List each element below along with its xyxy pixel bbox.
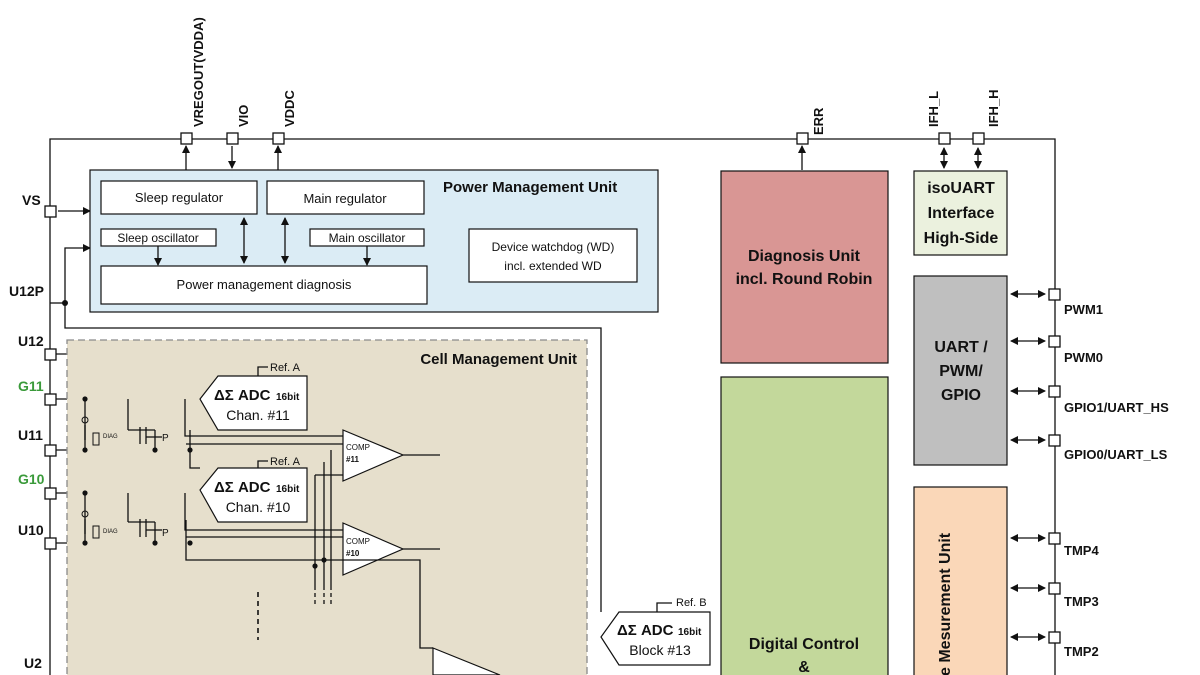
block-adc-ref: Ref. B [676, 597, 707, 609]
pmu-title: Power Management Unit [443, 179, 617, 196]
adc11-bits: 16bit [276, 392, 300, 403]
cell-management-unit: Cell Management Unit ΔΣ ADC 16bit Chan. … [66, 339, 588, 675]
pin-tmp3: TMP3 [1010, 582, 1099, 609]
pin-label-u2: U2 [24, 655, 42, 671]
main-regulator-label: Main regulator [303, 191, 387, 206]
adc11-chan: Chan. #11 [226, 407, 290, 423]
pin-label-g10: G10 [18, 471, 45, 487]
diag-label-11: DIAG [103, 434, 118, 440]
digital-control: Digital Control & [720, 376, 889, 675]
sleep-regulator [100, 180, 258, 215]
comparator-lower [432, 647, 501, 675]
pin-ifh-h: IFH_H [972, 89, 1001, 169]
pin-label-ifh-l: IFH_L [926, 91, 941, 127]
adc-channel-10: ΔΣ ADC 16bit Chan. #10 Ref. A [199, 456, 308, 523]
diag-label-10: DIAG [103, 529, 118, 535]
adc10-bits: 16bit [276, 484, 300, 495]
main-oscillator-label: Main oscillator [329, 231, 406, 245]
diagnosis-line1: Diagnosis Unit [748, 248, 861, 265]
cmu-title: Cell Management Unit [420, 351, 577, 368]
watchdog-line1: Device watchdog (WD) [492, 240, 615, 254]
sleep-regulator-label: Sleep regulator [135, 190, 224, 205]
pin-label-pwm0: PWM0 [1064, 350, 1103, 365]
p-label-11: P [162, 433, 169, 444]
chip-border [49, 138, 1056, 675]
pin-label-err: ERR [811, 107, 826, 135]
block-adc-bits: 16bit [678, 627, 702, 638]
power-management-unit: Power Management Unit Sleep regulator Ma… [89, 169, 659, 313]
adc11-ref: Ref. A [270, 362, 301, 374]
device-watchdog [468, 228, 638, 283]
pin-gpio1: GPIO1/UART_HS [1010, 385, 1169, 415]
block-adc-label: ΔΣ ADC [617, 622, 674, 639]
comparator-11: COMP #11 [342, 429, 440, 482]
pin-vregout: VREGOUT(VDDA) [180, 17, 206, 170]
block-adc-block: Block #13 [629, 642, 691, 658]
adc10-label: ΔΣ ADC [214, 479, 271, 496]
p-label-10: P [162, 528, 169, 539]
pin-label-u11: U11 [18, 427, 43, 443]
pin-label-vregout: VREGOUT(VDDA) [191, 17, 206, 127]
pin-ifh-l: IFH_L [926, 91, 951, 169]
power-management-diagnosis [100, 265, 428, 305]
main-regulator [266, 180, 425, 215]
uart-line2: PWM/ [939, 363, 983, 380]
pin-label-pwm1: PWM1 [1064, 302, 1103, 317]
temp-unit-label: e Mesurement Unit [937, 532, 954, 675]
uart-line1: UART / [934, 339, 988, 356]
adc11-label: ΔΣ ADC [214, 387, 271, 404]
watchdog-line2: incl. extended WD [504, 259, 602, 273]
adc-channel-11: ΔΣ ADC 16bit Chan. #11 Ref. A [199, 362, 308, 431]
pin-vs: VS [22, 192, 91, 218]
pin-label-gpio0: GPIO0/UART_LS [1064, 447, 1168, 462]
isouart-interface: isoUART Interface High-Side [913, 170, 1008, 256]
comparator-10: COMP #10 [342, 522, 440, 576]
transistor-switch-10: DIAG P [81, 510, 169, 543]
pin-label-vs: VS [22, 192, 41, 208]
pin-label-vddc: VDDC [282, 90, 297, 127]
pin-pwm0: PWM0 [1010, 335, 1103, 365]
adc10-ref: Ref. A [270, 456, 301, 468]
pin-u12p: U12P [9, 244, 602, 612]
temperature-measurement-unit: e Mesurement Unit [913, 486, 1008, 675]
digital-line1: Digital Control [749, 636, 859, 653]
comp11-num: #11 [346, 455, 359, 464]
digital-line2: & [798, 659, 810, 675]
pin-pwm1: PWM1 [1010, 288, 1103, 317]
pin-label-tmp4: TMP4 [1064, 543, 1099, 558]
isouart-line2: Interface [928, 205, 995, 222]
diagnosis-line2: incl. Round Robin [736, 271, 873, 288]
diagnosis-unit: Diagnosis Unit incl. Round Robin [720, 170, 889, 364]
pm-diagnosis-label: Power management diagnosis [177, 277, 352, 292]
isouart-line3: High-Side [924, 230, 999, 247]
comp10-label: COMP [346, 537, 370, 546]
sleep-oscillator-label: Sleep oscillator [117, 231, 198, 245]
pin-label-gpio1: GPIO1/UART_HS [1064, 400, 1169, 415]
pin-u2: U2 [24, 655, 42, 671]
uart-line3: GPIO [941, 387, 981, 404]
comp11-label: COMP [346, 443, 370, 452]
pin-label-u12: U12 [18, 333, 44, 349]
pin-label-ifh-h: IFH_H [986, 89, 1001, 127]
isouart-line1: isoUART [927, 180, 995, 197]
pin-label-g11: G11 [18, 378, 44, 394]
adc10-chan: Chan. #10 [226, 499, 291, 515]
pin-tmp2: TMP2 [1010, 631, 1099, 659]
pin-label-u12p: U12P [9, 283, 44, 299]
pin-vio: VIO [226, 105, 251, 169]
pin-label-vio: VIO [236, 105, 251, 127]
pin-tmp4: TMP4 [1010, 532, 1099, 558]
pin-vddc: VDDC [272, 90, 297, 170]
transistor-switch-11: DIAG P [81, 416, 169, 450]
pin-err: ERR [796, 107, 826, 170]
uart-pwm-gpio-block: UART / PWM/ GPIO [913, 275, 1008, 466]
adc-block-13: ΔΣ ADC 16bit Block #13 Ref. B [600, 597, 711, 666]
pin-label-u10: U10 [18, 522, 44, 538]
pin-gpio0: GPIO0/UART_LS [1010, 434, 1168, 462]
pin-label-tmp3: TMP3 [1064, 594, 1099, 609]
comp10-num: #10 [346, 549, 360, 558]
pin-label-tmp2: TMP2 [1064, 644, 1099, 659]
